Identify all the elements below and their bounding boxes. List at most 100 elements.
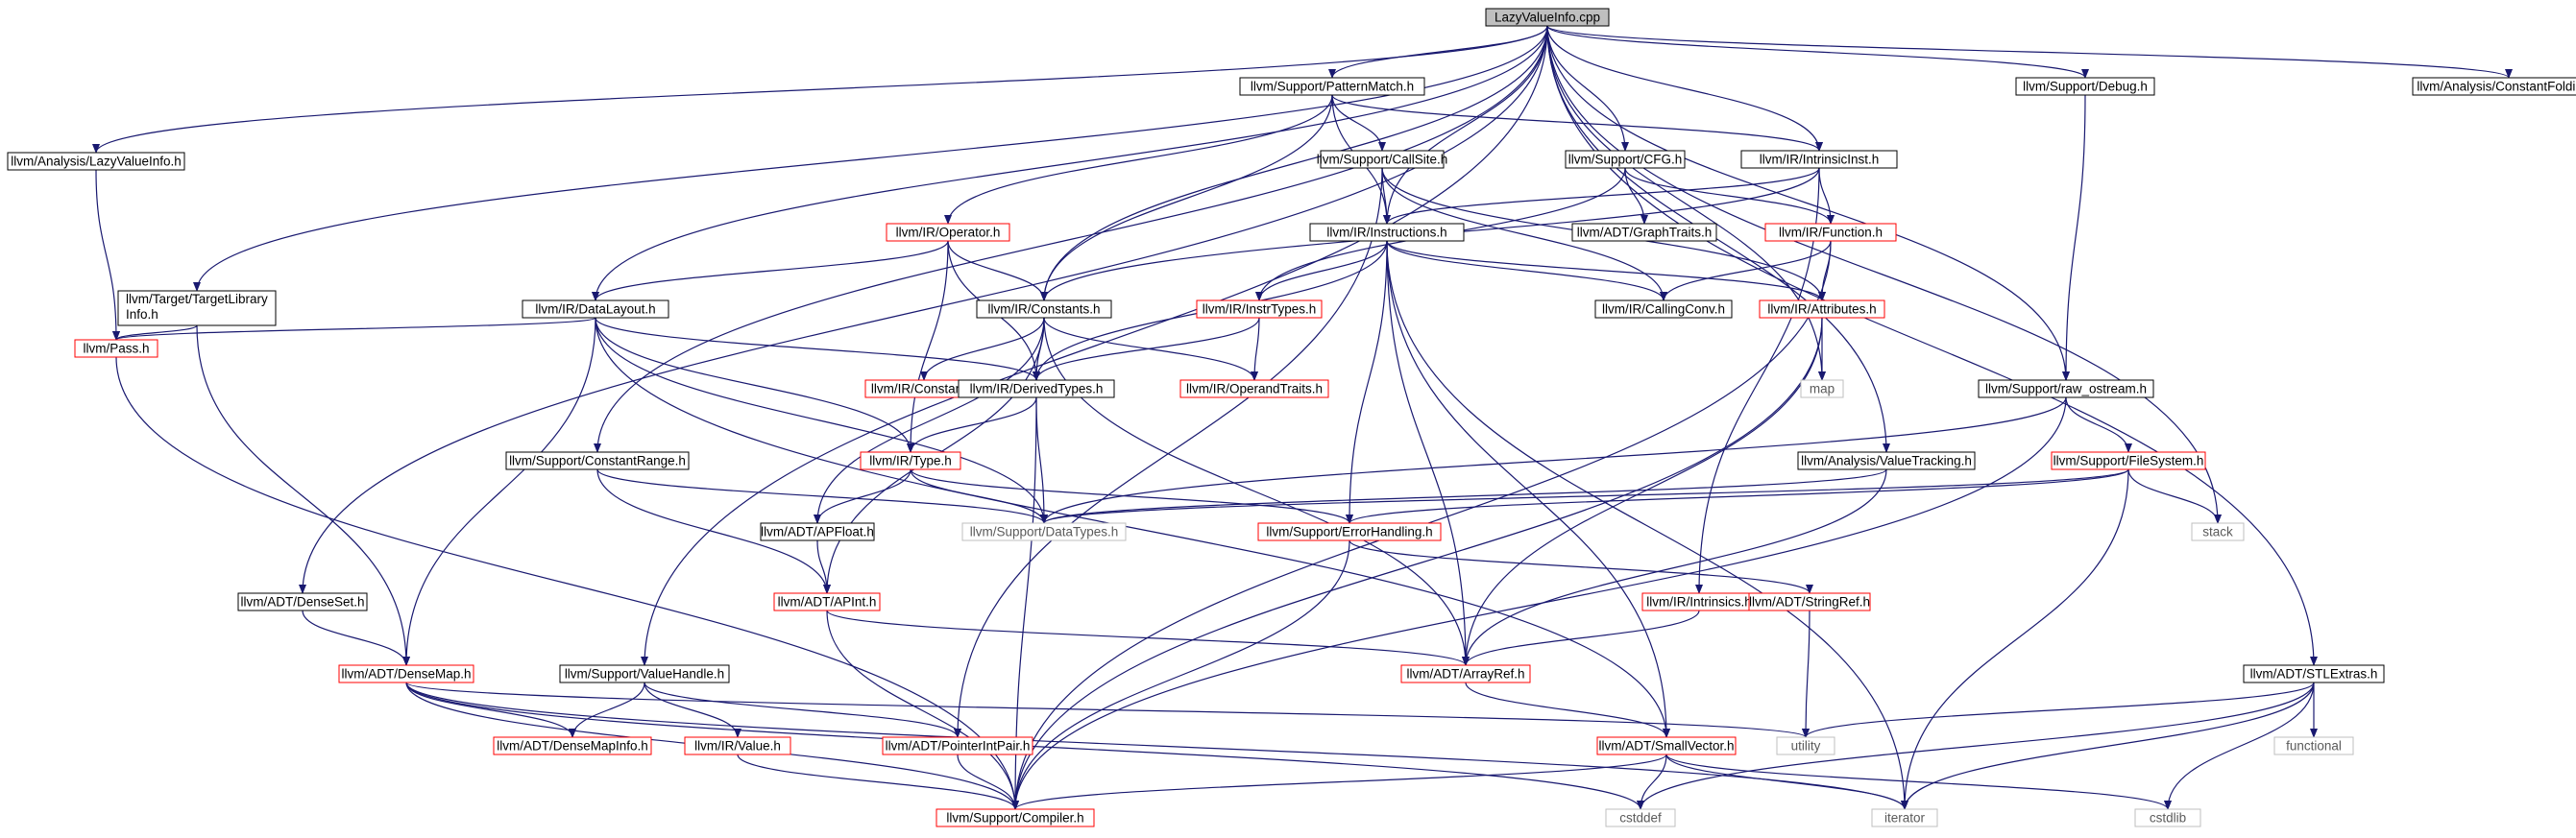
edge-stringref-to-utility <box>1802 610 1810 738</box>
node-value[interactable]: llvm/IR/Value.h <box>684 736 791 755</box>
node-box <box>773 592 881 611</box>
node-box <box>958 379 1115 398</box>
edge-derivedtypes-to-compiler <box>1011 396 1037 810</box>
node-label: functional <box>2286 739 2342 754</box>
node-box <box>1596 736 1737 755</box>
node-operandtraits[interactable]: llvm/IR/OperandTraits.h <box>1179 379 1329 398</box>
node-intrinsics[interactable]: llvm/IR/Intrinsics.h <box>1641 592 1757 611</box>
node-datatypes: llvm/Support/DataTypes.h <box>961 522 1127 541</box>
edge-valuetracking-to-datatypes <box>1040 468 1887 524</box>
node-apint[interactable]: llvm/ADT/APInt.h <box>773 592 881 611</box>
node-valuehandle[interactable]: llvm/Support/ValueHandle.h <box>559 664 730 683</box>
node-attributes[interactable]: llvm/IR/Attributes.h <box>1759 299 1885 319</box>
node-box <box>1179 379 1329 398</box>
node-constants[interactable]: llvm/IR/Constants.h <box>976 299 1112 319</box>
node-box <box>2051 451 2206 470</box>
node-intrinsicinst[interactable]: llvm/IR/IntrinsicInst.h <box>1740 150 1898 169</box>
edge-lazyvi-to-pass <box>95 169 120 341</box>
node-arrayref[interactable]: llvm/ADT/ArrayRef.h <box>1400 664 1531 683</box>
node-label: cstddef <box>1619 811 1662 826</box>
node-label: llvm/Support/CFG.h <box>1568 153 1683 167</box>
node-box <box>2412 77 2576 96</box>
edge-patternmatch-to-callsite <box>1331 94 1386 152</box>
node-errorhandling[interactable]: llvm/Support/ErrorHandling.h <box>1257 522 1442 541</box>
node-box <box>1776 736 1835 755</box>
edge-stlextras-to-utility <box>1802 682 2315 738</box>
node-denseset[interactable]: llvm/ADT/DenseSet.h <box>237 592 368 611</box>
edge-valuetracking-to-arrayref <box>1462 468 1887 666</box>
node-label: llvm/ADT/STLExtras.h <box>2250 667 2378 682</box>
node-label: llvm/ADT/ArrayRef.h <box>1406 667 1524 682</box>
node-instructions[interactable]: llvm/IR/Instructions.h <box>1309 223 1465 242</box>
node-label: iterator <box>1884 811 1926 826</box>
node-box <box>237 592 368 611</box>
edge-root-to-map <box>1546 25 1826 381</box>
node-label: llvm/IR/Operator.h <box>896 226 1001 240</box>
node-box <box>1740 150 1898 169</box>
edge-root-to-constants <box>1040 25 1548 301</box>
edge-root-to-rawostream <box>1546 25 2070 381</box>
node-pass[interactable]: llvm/Pass.h <box>74 339 158 358</box>
node-box <box>74 339 158 358</box>
edge-cfg-to-function <box>1624 167 1835 225</box>
node-cfg[interactable]: llvm/Support/CFG.h <box>1565 150 1686 169</box>
node-stringref[interactable]: llvm/ADT/StringRef.h <box>1748 592 1871 611</box>
edge-datalayout-to-smallvector <box>595 317 1670 738</box>
node-compiler[interactable]: llvm/Support/Compiler.h <box>936 808 1095 827</box>
node-patternmatch[interactable]: llvm/Support/PatternMatch.h <box>1239 77 1425 96</box>
node-callingconv[interactable]: llvm/IR/CallingConv.h <box>1594 299 1733 319</box>
node-box <box>2243 664 2385 683</box>
node-box <box>684 736 791 755</box>
node-constfold[interactable]: llvm/Analysis/ConstantFolding.h <box>2412 77 2576 96</box>
edge-densemap-to-utility <box>405 682 1810 738</box>
node-operator[interactable]: llvm/IR/Operator.h <box>886 223 1010 242</box>
node-rawostream[interactable]: llvm/Support/raw_ostream.h <box>1978 379 2154 398</box>
node-smallvector[interactable]: llvm/ADT/SmallVector.h <box>1596 736 1737 755</box>
node-densemapinfo[interactable]: llvm/ADT/DenseMapInfo.h <box>493 736 652 755</box>
node-box <box>1797 451 1976 470</box>
edge-root-to-constfold <box>1546 25 2513 79</box>
node-label: llvm/IR/CallingConv.h <box>1602 302 1725 317</box>
node-label: LazyValueInfo.cpp <box>1495 11 1600 25</box>
node-label: llvm/IR/Type.h <box>869 454 952 468</box>
node-box <box>1594 299 1733 319</box>
node-stlextras[interactable]: llvm/ADT/STLExtras.h <box>2243 664 2385 683</box>
node-box <box>117 290 277 326</box>
edge-errorhandling-to-stringref <box>1349 539 1813 594</box>
edge-type-to-apfloat <box>814 468 911 524</box>
node-label: map <box>1810 382 1835 396</box>
edge-densemap-to-densemapinfo <box>405 682 576 738</box>
edge-instructions-to-errorhandling <box>1346 240 1388 524</box>
node-constrange[interactable]: llvm/Support/ConstantRange.h <box>505 451 690 470</box>
node-lazyvi[interactable]: llvm/Analysis/LazyValueInfo.h <box>7 152 185 171</box>
edge-filesystem-to-errorhandling <box>1346 468 2129 524</box>
node-root[interactable]: LazyValueInfo.cpp <box>1485 8 1610 27</box>
edge-instructions-to-arrayref <box>1386 240 1470 666</box>
node-box <box>2191 522 2245 541</box>
node-type[interactable]: llvm/IR/Type.h <box>860 451 961 470</box>
node-function[interactable]: llvm/IR/Function.h <box>1764 223 1897 242</box>
node-apfloat[interactable]: llvm/ADT/APFloat.h <box>760 522 875 541</box>
node-instrtypes[interactable]: llvm/IR/InstrTypes.h <box>1196 299 1323 319</box>
node-valuetracking[interactable]: llvm/Analysis/ValueTracking.h <box>1797 451 1976 470</box>
node-filesystem[interactable]: llvm/Support/FileSystem.h <box>2051 451 2206 470</box>
node-datalayout[interactable]: llvm/IR/DataLayout.h <box>522 299 669 319</box>
node-derivedtypes[interactable]: llvm/IR/DerivedTypes.h <box>958 379 1115 398</box>
edge-apint-to-compiler <box>826 610 1019 810</box>
edge-operator-to-datalayout <box>592 240 949 301</box>
node-box <box>7 152 185 171</box>
node-box <box>505 451 690 470</box>
node-utility: utility <box>1776 736 1835 755</box>
edge-value-to-compiler <box>737 754 1019 810</box>
node-label: cstdlib <box>2150 811 2186 826</box>
node-debug[interactable]: llvm/Support/Debug.h <box>2015 77 2155 96</box>
node-label: llvm/IR/Function.h <box>1779 226 1883 240</box>
node-label: llvm/ADT/APInt.h <box>778 595 877 610</box>
edge-derivedtypes-to-datatypes <box>1035 396 1048 524</box>
node-callsite[interactable]: llvm/Support/CallSite.h <box>1317 150 1448 169</box>
node-pointerintpair[interactable]: llvm/ADT/PointerIntPair.h <box>882 736 1033 755</box>
edge-type-to-datatypes <box>910 468 1048 524</box>
node-densemap[interactable]: llvm/ADT/DenseMap.h <box>338 664 474 683</box>
node-graphtraits[interactable]: llvm/ADT/GraphTraits.h <box>1571 223 1717 242</box>
